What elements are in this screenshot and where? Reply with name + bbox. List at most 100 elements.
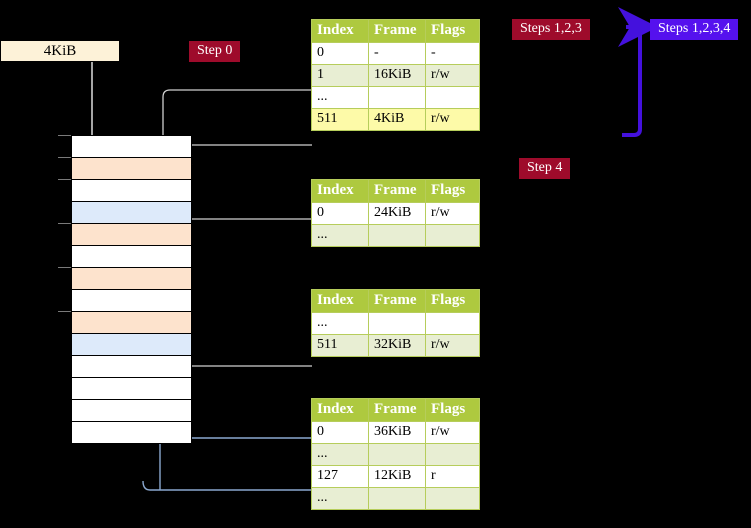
table-cell-frame [368, 224, 426, 247]
table-row: ... [311, 443, 480, 466]
column-header-index: Index [311, 19, 369, 43]
memory-frame-row [72, 290, 191, 312]
memory-frame-row [72, 180, 191, 202]
table-cell-index: ... [311, 86, 369, 109]
physical-memory-grid [71, 135, 192, 444]
table-cell-flags: - [425, 42, 480, 65]
table-cell-flags [425, 312, 480, 335]
table-cell-flags [425, 224, 480, 247]
memory-frame-row [72, 356, 191, 378]
memory-grid-tick [58, 157, 71, 158]
table-cell-index: ... [311, 312, 369, 335]
table-cell-frame [368, 443, 426, 466]
column-header-frame: Frame [368, 19, 426, 43]
table-cell-index: ... [311, 443, 369, 466]
table-cell-index: 0 [311, 421, 369, 444]
table-cell-frame: 4KiB [368, 108, 426, 131]
label-steps-123-text: Steps 1,2,3 [520, 21, 582, 36]
table-cell-frame: 16KiB [368, 64, 426, 87]
memory-grid-tick [58, 135, 71, 136]
column-header-flags: Flags [425, 398, 480, 422]
table-cell-index: 511 [311, 108, 369, 131]
column-header-index: Index [311, 398, 369, 422]
table-row: ... [311, 224, 480, 247]
table-row: ... [311, 86, 480, 109]
memory-frame-row [72, 400, 191, 422]
frame-box-4kib: 4KiB [0, 40, 120, 62]
table-cell-flags: r/w [425, 64, 480, 87]
memory-frame-row [72, 136, 191, 158]
table-cell-index: ... [311, 224, 369, 247]
memory-grid-tick [58, 267, 71, 268]
column-header-flags: Flags [425, 179, 480, 203]
column-header-index: Index [311, 289, 369, 313]
column-header-frame: Frame [368, 289, 426, 313]
table-cell-flags: r/w [425, 334, 480, 357]
memory-grid-tick [58, 311, 71, 312]
table-cell-flags: r/w [425, 202, 480, 225]
table-cell-frame: 12KiB [368, 465, 426, 488]
memory-grid-tick [58, 179, 71, 180]
label-step-4-text: Step 4 [527, 160, 563, 175]
label-steps-1234-text: Steps 1,2,3,4 [658, 21, 731, 36]
table-cell-frame [368, 312, 426, 335]
wire-table1-row0 [175, 218, 312, 249]
table-row: 0-- [311, 42, 480, 65]
table-cell-index: 0 [311, 42, 369, 65]
column-header-frame: Frame [368, 179, 426, 203]
table-cell-flags [425, 487, 480, 510]
table-cell-index: 511 [311, 334, 369, 357]
table-cell-flags: r/w [425, 108, 480, 131]
wire-table2-row511 [166, 314, 312, 367]
table-cell-frame [368, 487, 426, 510]
table-cell-flags: r/w [425, 421, 480, 444]
table-row: ... [311, 487, 480, 510]
label-steps-123: Steps 1,2,3 [512, 19, 590, 40]
table-cell-flags: r [425, 465, 480, 488]
table-cell-frame: 32KiB [368, 334, 426, 357]
table-cell-frame [368, 86, 426, 109]
table-cell-flags [425, 86, 480, 109]
label-step-4: Step 4 [519, 158, 571, 179]
column-header-frame: Frame [368, 398, 426, 422]
memory-frame-row [72, 224, 191, 246]
table-cell-index: 0 [311, 202, 369, 225]
memory-frame-row [72, 246, 191, 268]
memory-grid-tick [58, 223, 71, 224]
table-cell-frame: - [368, 42, 426, 65]
column-header-flags: Flags [425, 289, 480, 313]
memory-frame-row [72, 378, 191, 400]
memory-frame-row [72, 312, 191, 334]
memory-frame-row [72, 334, 191, 356]
wire-blue-to-table3-row127 [142, 480, 312, 491]
label-step-0: Step 0 [189, 41, 241, 62]
frame-box-label: 4KiB [43, 43, 77, 59]
table-cell-frame: 36KiB [368, 421, 426, 444]
column-header-flags: Flags [425, 19, 480, 43]
table-cell-frame: 24KiB [368, 202, 426, 225]
table-row: ... [311, 312, 480, 335]
memory-frame-row [72, 158, 191, 180]
label-steps-1234: Steps 1,2,3,4 [650, 19, 739, 40]
label-step-0-text: Step 0 [197, 43, 233, 58]
table-cell-flags [425, 443, 480, 466]
table-cell-index: 1 [311, 64, 369, 87]
memory-frame-row [72, 202, 191, 224]
table-cell-index: ... [311, 487, 369, 510]
memory-frame-row [72, 422, 191, 444]
